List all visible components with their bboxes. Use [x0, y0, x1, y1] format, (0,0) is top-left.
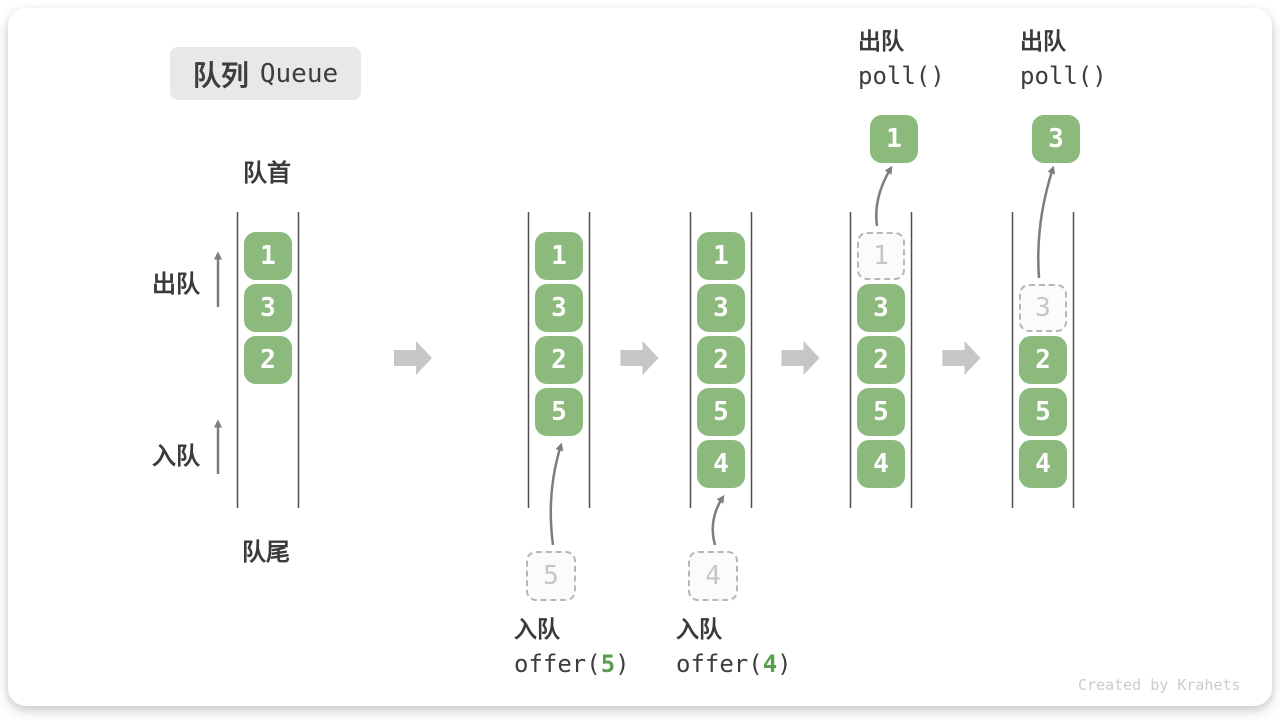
- enqueue-caption-code: offer(4): [676, 650, 792, 678]
- queue-element-2: 2: [697, 336, 745, 384]
- label-queue-tail: 队尾: [242, 539, 290, 566]
- queue-element-1: 1: [857, 232, 905, 280]
- title-zh: 队列: [192, 59, 249, 91]
- queue-element-3: 3: [1019, 284, 1067, 332]
- enqueue-caption-action: 入队: [514, 616, 560, 642]
- enqueue-caption-arg: 5: [600, 650, 616, 678]
- enqueue-caption-arg: 4: [762, 650, 778, 678]
- queue-element-2: 2: [857, 336, 905, 384]
- title-en: Queue: [259, 58, 339, 89]
- dequeue-caption-code: poll(): [858, 62, 945, 90]
- enqueue-caption-code: offer(5): [514, 650, 630, 678]
- dequeue-caption: 出队 poll(): [858, 28, 945, 90]
- enqueue-caption: 入队 offer(5): [514, 616, 630, 678]
- enqueue-caption-action: 入队: [676, 616, 722, 642]
- enqueue-caption: 入队 offer(4): [676, 616, 792, 678]
- label-enqueue: 入队: [152, 443, 200, 470]
- queue-element-5: 5: [697, 388, 745, 436]
- dequeue-caption-action: 出队: [858, 28, 904, 54]
- queue-element-5: 5: [535, 388, 583, 436]
- label-queue-head: 队首: [243, 160, 291, 187]
- title-badge: 队列 Queue: [170, 47, 361, 100]
- queue-element-2: 2: [1019, 336, 1067, 384]
- dequeue-caption: 出队 poll(): [1020, 28, 1107, 90]
- queue-element-4: 4: [697, 440, 745, 488]
- dequeue-caption-code: poll(): [1020, 62, 1107, 90]
- label-dequeue: 出队: [152, 271, 200, 298]
- queue-element-1: 1: [244, 232, 292, 280]
- queue-element-3: 3: [697, 284, 745, 332]
- queue-element-2: 2: [535, 336, 583, 384]
- incoming-element-5: 5: [526, 551, 576, 601]
- queue-element-3: 3: [535, 284, 583, 332]
- polled-element-1: 1: [870, 115, 918, 163]
- queue-element-3: 3: [857, 284, 905, 332]
- queue-element-5: 5: [857, 388, 905, 436]
- queue-element-1: 1: [697, 232, 745, 280]
- queue-element-1: 1: [535, 232, 583, 280]
- queue-element-4: 4: [857, 440, 905, 488]
- queue-element-3: 3: [244, 284, 292, 332]
- queue-element-5: 5: [1019, 388, 1067, 436]
- dequeue-caption-action: 出队: [1020, 28, 1066, 54]
- watermark: Created by Krahets: [1078, 676, 1241, 694]
- incoming-element-4: 4: [688, 551, 738, 601]
- polled-element-3: 3: [1032, 115, 1080, 163]
- queue-element-4: 4: [1019, 440, 1067, 488]
- queue-element-2: 2: [244, 336, 292, 384]
